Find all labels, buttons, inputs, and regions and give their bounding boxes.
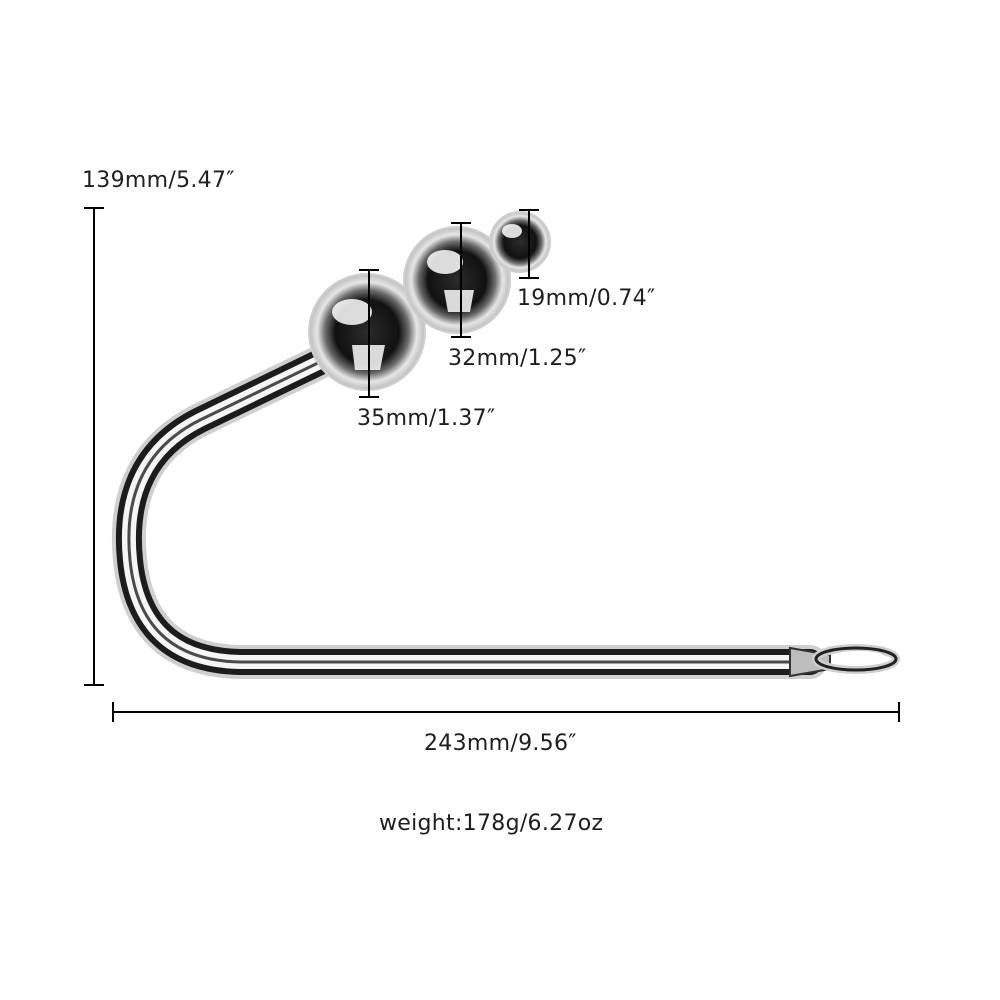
dimension-length-line <box>112 702 900 722</box>
ball-large-label: 35mm/1.37″ <box>357 406 496 431</box>
weight-label: weight:178g/6.27oz <box>379 811 604 836</box>
dimension-height-line <box>84 207 104 686</box>
ball-small-label: 19mm/0.74″ <box>517 286 656 311</box>
end-ring <box>812 644 900 674</box>
dimension-ball-large-line <box>359 269 379 398</box>
length-label: 243mm/9.56″ <box>424 731 577 756</box>
height-label: 139mm/5.47″ <box>82 168 235 193</box>
dimension-ball-medium-line <box>451 222 471 338</box>
ball-medium-label: 32mm/1.25″ <box>448 346 587 371</box>
dimension-ball-small-line <box>519 209 539 279</box>
ball-small <box>489 211 551 273</box>
hook-rod <box>111 345 831 679</box>
ball-medium <box>403 226 511 334</box>
